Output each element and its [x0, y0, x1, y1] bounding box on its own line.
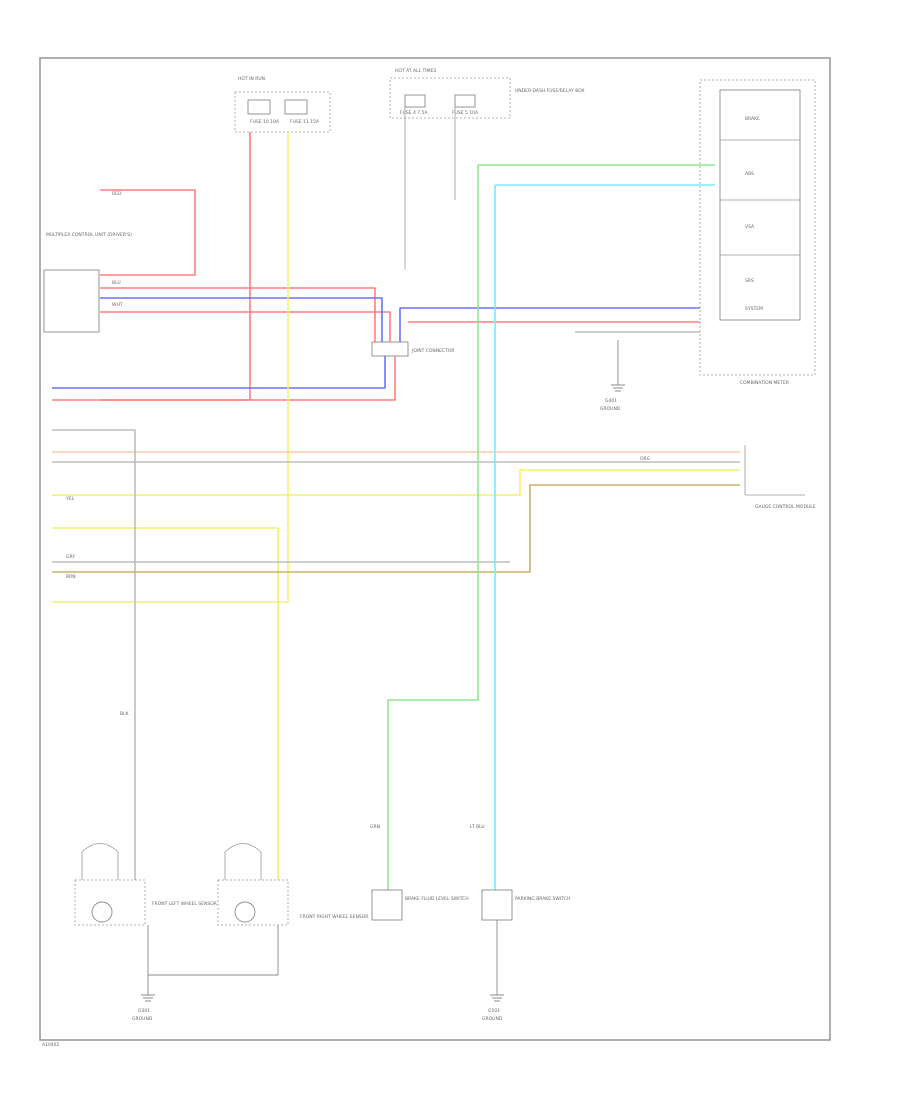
switch-green: BRAKE FLUID LEVEL SWITCH — [371, 889, 469, 921]
sensor-mid: FRONT RIGHT WHEEL SENSOR — [217, 843, 368, 926]
wire-label-gray: GRY — [66, 554, 75, 560]
meter-item-5: SYSTEM — [745, 306, 763, 312]
wire-green-1 — [387, 165, 479, 890]
under-dash-box-label: UNDER-DASH FUSE/RELAY BOX — [515, 88, 585, 94]
joint-connector-label: JOINT CONNECTOR — [411, 348, 455, 354]
right-module: GAUGE CONTROL MODULE — [744, 445, 816, 510]
switch-cyan: PARKING BRAKE SWITCH — [481, 889, 570, 921]
wire-label-tan: BRN — [66, 574, 76, 580]
fuse-left-b-label: FUSE 11 15A — [290, 119, 320, 125]
sensor-left: FRONT LEFT WHEEL SENSOR — [74, 843, 217, 926]
wire-label-black: BLK — [120, 711, 130, 717]
right-module-label: GAUGE CONTROL MODULE — [755, 504, 816, 510]
ground-bottom-left: G301 GROUND — [132, 925, 279, 1022]
wire-blue-1 — [100, 297, 383, 342]
ground-right-label: GROUND — [600, 406, 621, 412]
wire-blue-3 — [399, 307, 700, 342]
switch-green-label: BRAKE FLUID LEVEL SWITCH — [405, 896, 469, 902]
meter-item-1: BRAKE — [745, 116, 760, 122]
meter-item-3: VSA — [745, 224, 755, 230]
footer-code: A10402 — [42, 1042, 60, 1048]
diagram-frame — [39, 57, 831, 1041]
wire-label-orange: ORG — [640, 456, 651, 462]
wire-red-4 — [100, 311, 391, 342]
ground-right: G401 GROUND — [600, 340, 625, 412]
wire-blue-2 — [52, 356, 386, 389]
wire-red-3 — [100, 287, 376, 342]
wire-gray-1 — [52, 429, 136, 880]
meter-item-4: SRS — [745, 278, 754, 284]
switch-cyan-label: PARKING BRAKE SWITCH — [515, 896, 570, 902]
wire-label-red: RED — [112, 191, 122, 197]
wire-yellow-3 — [52, 469, 740, 496]
fuse-box-left: HOT IN RUN FUSE 10 10A FUSE 11 15A — [234, 76, 331, 133]
wire-tan-1 — [52, 484, 740, 573]
ground-bottom-right-label: GROUND — [482, 1016, 503, 1022]
left-module: MULTIPLEX CONTROL UNIT (DRIVER'S) — [43, 232, 132, 333]
ground-right-code: G401 — [605, 398, 617, 404]
ground-bottom-left-label: GROUND — [132, 1016, 153, 1022]
sensor-mid-label: FRONT RIGHT WHEEL SENSOR — [300, 914, 368, 920]
fuse-box-top-label: HOT IN RUN — [238, 76, 265, 82]
wire-label-yellow: YEL — [65, 496, 75, 502]
fuse-center-b-label: FUSE 5 10A — [452, 110, 479, 116]
left-module-label: MULTIPLEX CONTROL UNIT (DRIVER'S) — [46, 232, 132, 238]
wire-label-green: GRN — [370, 824, 380, 830]
sensor-left-label: FRONT LEFT WHEEL SENSOR — [152, 901, 217, 907]
fuse-center-a-label: FUSE 4 7.5A — [400, 110, 428, 116]
wire-label-white: WHT — [112, 302, 123, 308]
wire-label-cyan: LT BLU — [470, 824, 485, 830]
wire-yellow-1 — [52, 132, 289, 603]
wire-red-1 — [100, 189, 196, 276]
wire-label-blue: BLU — [112, 280, 121, 286]
combination-meter: BRAKE ABS VSA SRS SYSTEM COMBINATION MET… — [699, 79, 816, 386]
ground-bottom-left-code: G301 — [138, 1008, 150, 1014]
wire-yellow-2 — [52, 527, 279, 880]
ground-bottom-right-code: G501 — [488, 1008, 500, 1014]
joint-connector: JOINT CONNECTOR — [371, 341, 455, 357]
fuse-box-center: HOT AT ALL TIMES UNDER-DASH FUSE/RELAY B… — [389, 68, 585, 119]
fuse-box-mid-label: HOT AT ALL TIMES — [395, 68, 436, 74]
meter-item-2: ABS — [745, 171, 754, 177]
combination-meter-label: COMBINATION METER — [740, 380, 789, 386]
wire-red-5 — [52, 356, 396, 401]
wire-red-2 — [100, 132, 251, 401]
fuse-left-a-label: FUSE 10 10A — [250, 119, 280, 125]
ground-bottom-right: G501 GROUND — [482, 920, 504, 1022]
